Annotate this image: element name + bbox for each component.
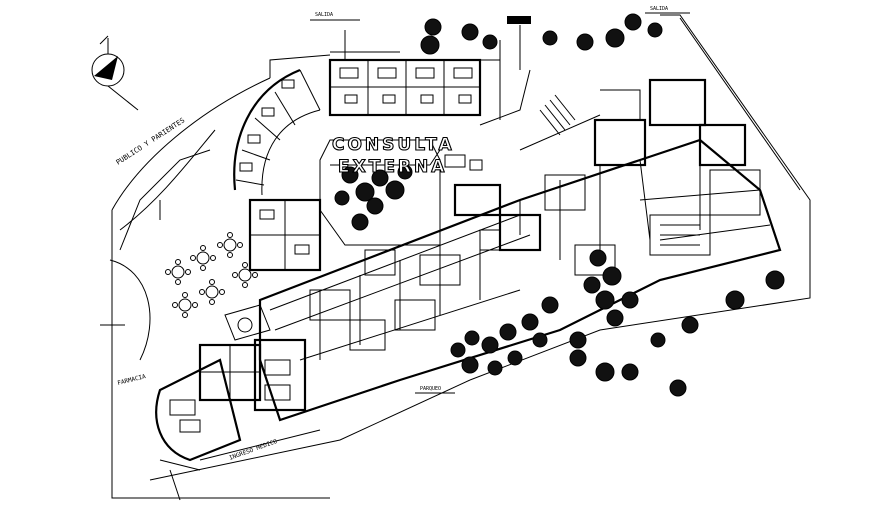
- top-consult-rooms: [328, 16, 531, 126]
- label-salida-right: SALIDA: [650, 6, 668, 12]
- outdoor-tables: [165, 232, 258, 318]
- trees: [334, 13, 785, 397]
- site-boundary: [100, 14, 811, 501]
- north-arrow-icon: [91, 35, 139, 111]
- courtyard: [319, 139, 441, 246]
- left-curved-wing: [233, 68, 322, 272]
- title-line2: EXTERNA: [338, 157, 447, 177]
- title-line1: CONSULTA: [332, 135, 455, 155]
- label-publico-y-parientes: PUBLICO Y PARIENTES: [115, 116, 187, 166]
- label-salida-top: SALIDA: [315, 12, 333, 18]
- lower-left-wing: [155, 304, 307, 471]
- main-building: [258, 78, 782, 422]
- label-parqueo: PARQUEO: [420, 386, 441, 392]
- label-farmacia: FARMACIA: [117, 373, 147, 387]
